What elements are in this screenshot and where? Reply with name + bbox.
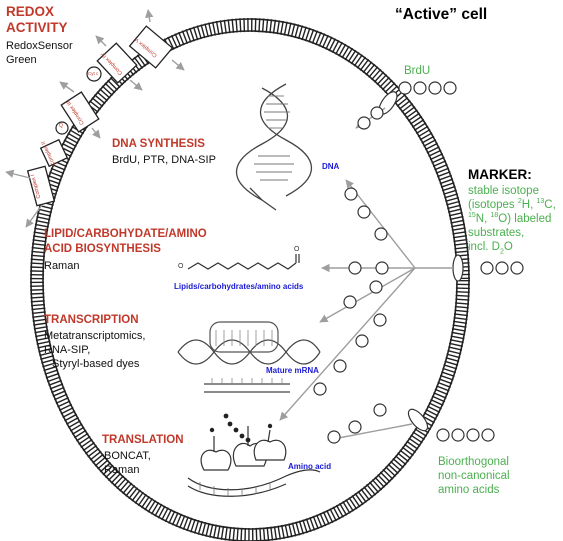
dna-heading: DNA SYNTHESIS xyxy=(112,138,205,150)
transcription-illustration xyxy=(177,321,321,393)
q-label: Q xyxy=(59,123,63,129)
translation-method-line2: Raman xyxy=(104,464,140,476)
lipid-method: Raman xyxy=(44,260,80,272)
complex-v xyxy=(128,25,174,69)
transcription-method-line2: RNA-SIP, xyxy=(44,344,91,356)
dna-product-label: DNA xyxy=(322,162,340,171)
redox-arrows xyxy=(5,9,185,228)
marker-line2: (isotopes 2H, 13C, xyxy=(468,198,556,211)
transcription-heading: TRANSCRIPTION xyxy=(44,314,139,326)
marker-line4: substrates, xyxy=(468,227,525,239)
redox-heading-line2: ACTIVITY xyxy=(6,20,68,35)
translation-method-line1: BONCAT, xyxy=(104,450,151,462)
pathway-molecules xyxy=(313,106,389,444)
lipid-heading-line2: ACID BIOSYNTHESIS xyxy=(44,243,161,255)
marker-molecules xyxy=(480,261,524,275)
lipid-molecule-illustration xyxy=(187,254,300,270)
redox-heading-line1: REDOX xyxy=(6,4,55,19)
lipid-oxygen-right: O xyxy=(294,246,300,253)
complex-iii xyxy=(60,91,100,133)
dna-methods: BrdU, PTR, DNA-SIP xyxy=(112,154,216,166)
bioorthogonal-line1: Bioorthogonal xyxy=(438,456,509,468)
bioorthogonal-line2: non-canonical xyxy=(438,470,510,482)
redox-method-line1: RedoxSensor xyxy=(6,40,73,52)
amino-acid-chain xyxy=(209,413,273,443)
cyt-c-carrier xyxy=(86,66,102,82)
pathway-arrows xyxy=(279,107,453,443)
brdu-molecules xyxy=(398,81,457,95)
mrna-product-label: Mature mRNA xyxy=(266,366,319,375)
marker-line1: stable isotope xyxy=(468,185,539,197)
brdu-label: BrdU xyxy=(404,65,431,77)
cyt-c-label: Cyt c xyxy=(88,71,99,76)
complex-ii xyxy=(39,138,69,168)
q-carrier xyxy=(55,121,69,135)
lipid-oxygen-left: O xyxy=(178,263,184,270)
marker-channel xyxy=(452,254,464,282)
translation-heading: TRANSLATION xyxy=(102,434,184,446)
marker-line5: incl. D2O xyxy=(468,241,513,256)
cell-title: “Active” cell xyxy=(395,6,488,23)
marker-heading: MARKER: xyxy=(468,167,532,182)
translation-illustration xyxy=(187,426,321,497)
transcription-method-line3: Styryl-based dyes xyxy=(52,358,140,370)
lipid-heading-line1: LIPID/CARBOHYDATE/AMINO xyxy=(44,228,207,240)
bioorthogonal-channel xyxy=(407,408,429,432)
amino-acid-product-label: Amino acid xyxy=(288,462,332,471)
lipid-product-label: Lipids/carbohydrates/amino acids xyxy=(174,282,304,291)
redox-method-line2: Green xyxy=(6,54,37,66)
bioorthogonal-line3: amino acids xyxy=(438,484,500,496)
complex-i xyxy=(26,165,56,207)
dna-helix-illustration xyxy=(235,83,313,211)
marker-line3: 15N, 18O) labeled xyxy=(468,212,552,225)
bioorthogonal-molecules xyxy=(436,428,495,442)
complex-iv xyxy=(96,42,138,84)
transcription-method-line1: Metatranscriptomics, xyxy=(44,330,146,342)
